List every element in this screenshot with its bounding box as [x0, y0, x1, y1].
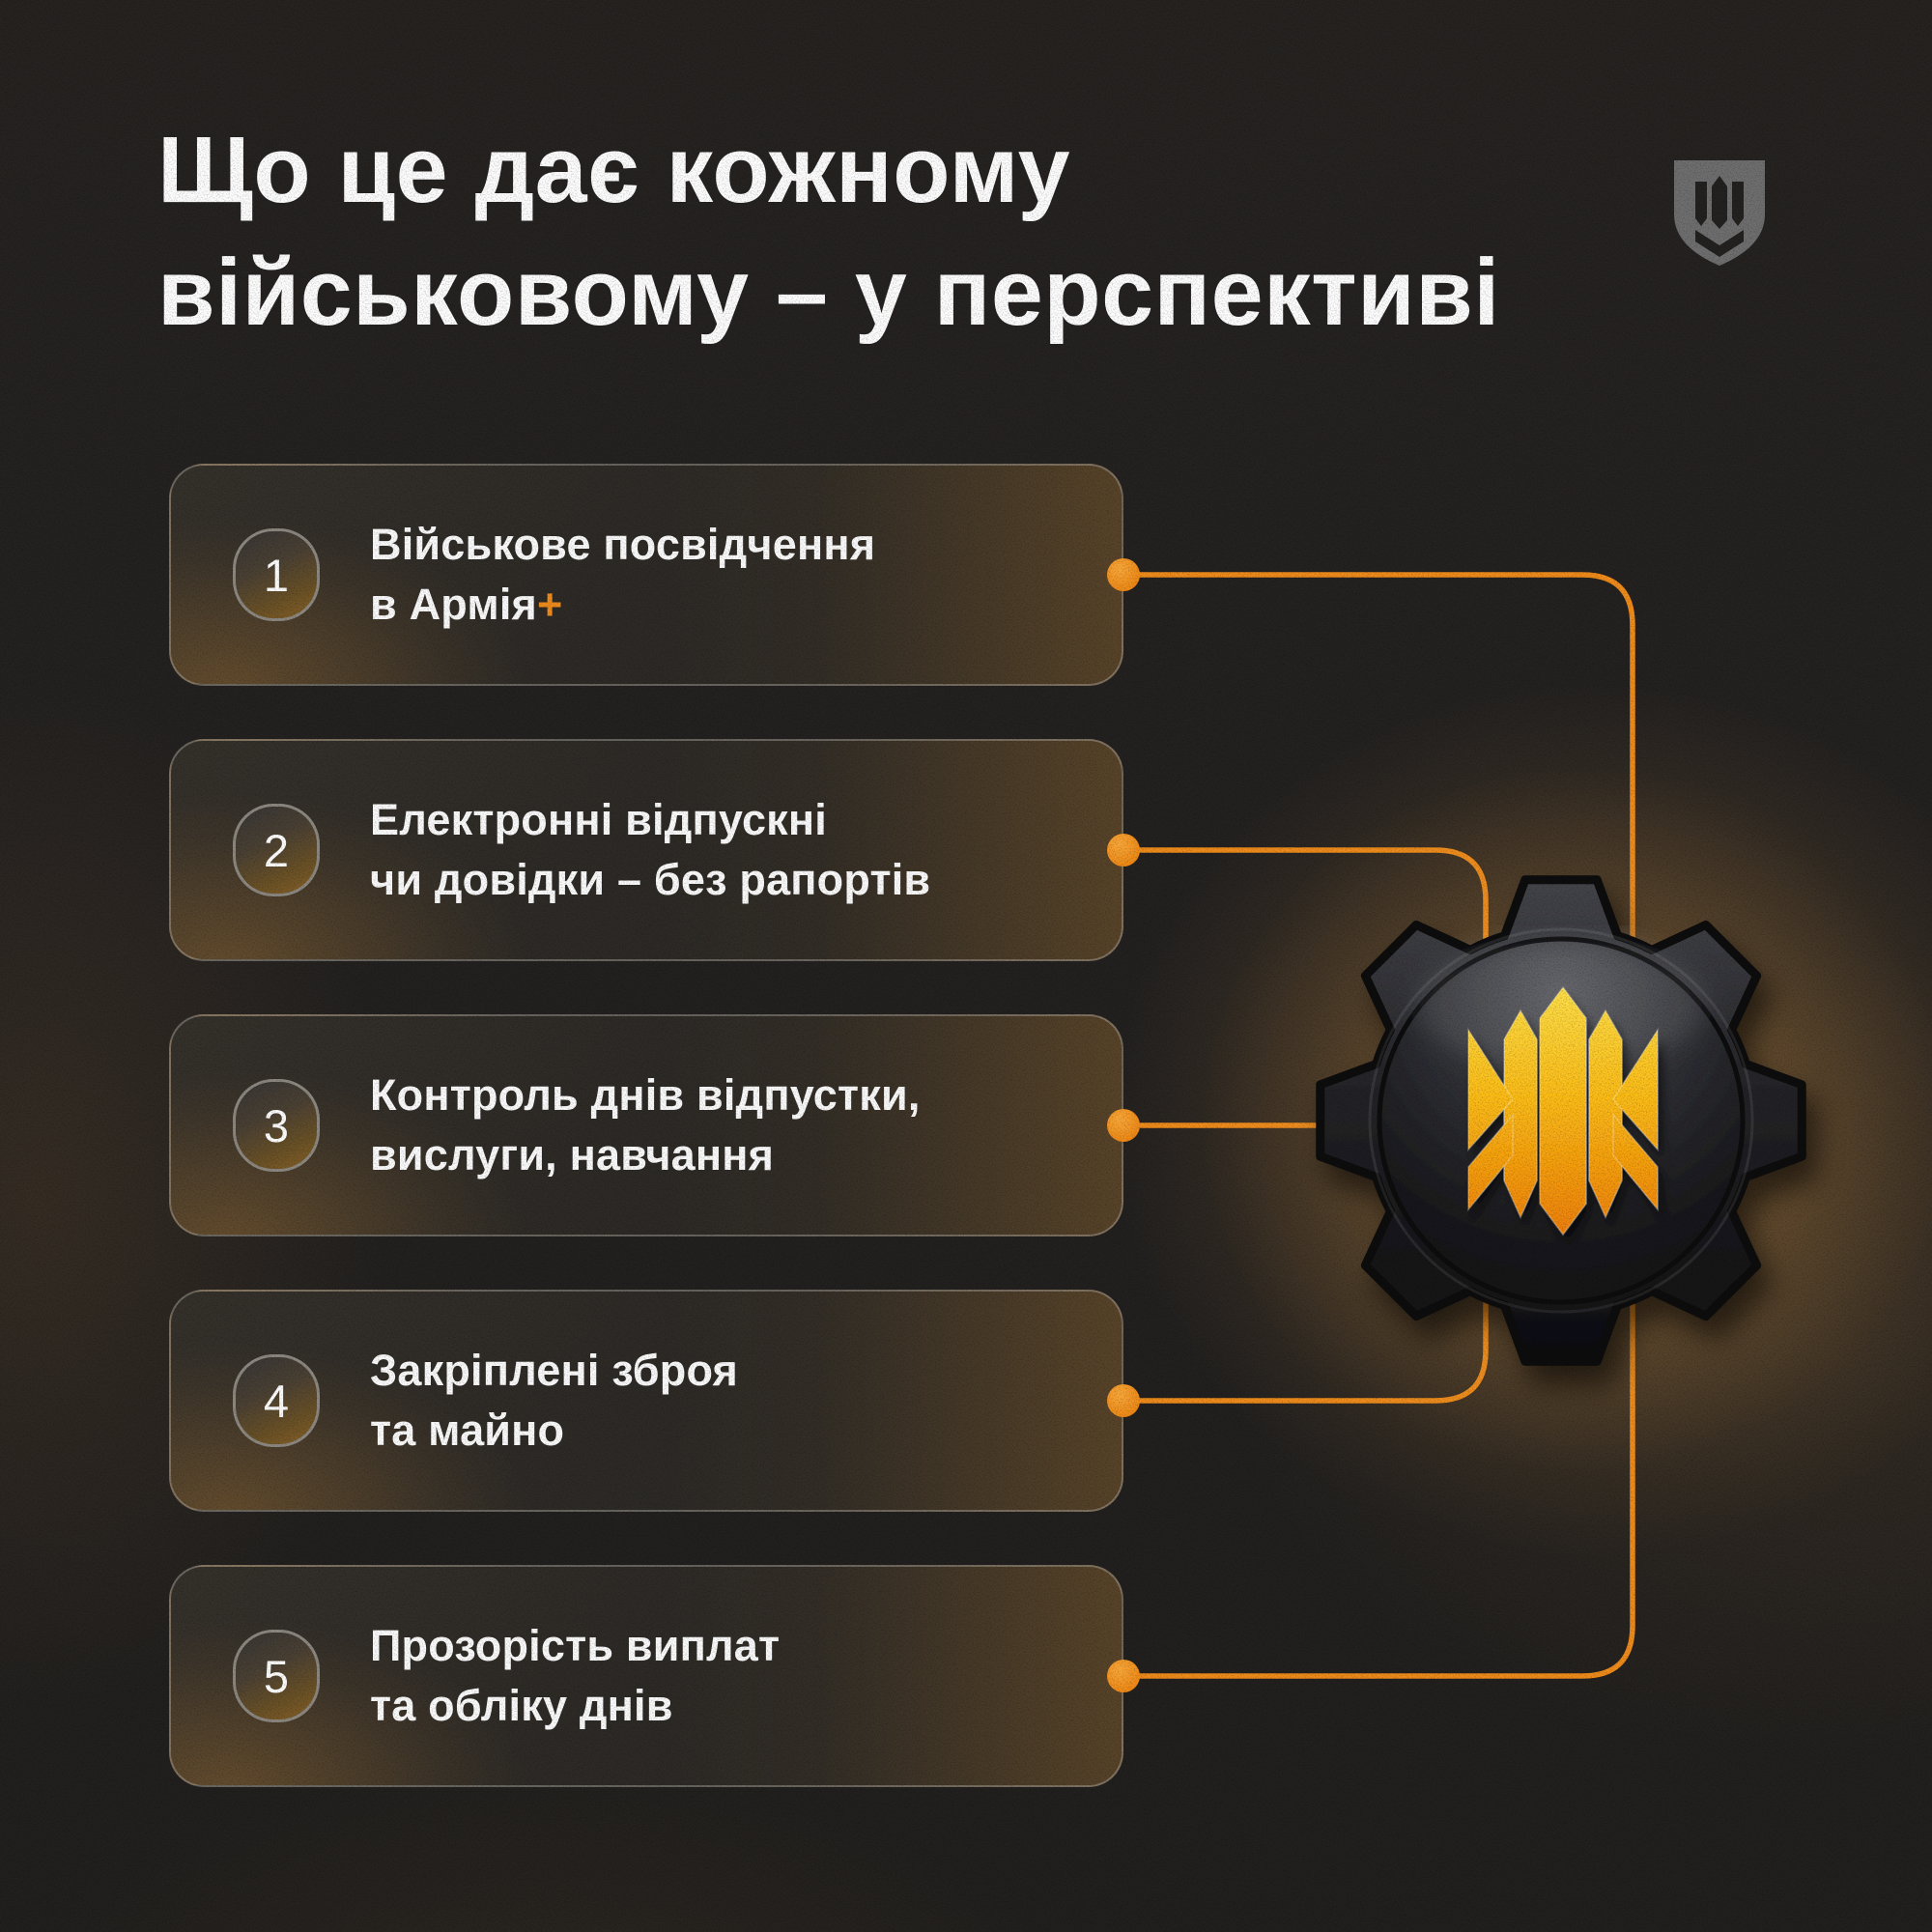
card-text: Електронні відпускні чи довідки – без ра… [370, 790, 930, 910]
card-text-line1: Електронні відпускні [370, 794, 827, 844]
card-text-line2: чи довідки – без рапортів [370, 855, 931, 904]
card-text: Контроль днів відпустки, вислуги, навчан… [370, 1065, 921, 1185]
gear-body [1316, 875, 1806, 1366]
emblem-inner-left-tine [1503, 1009, 1538, 1219]
gear-glow [1199, 768, 1932, 1473]
card-number-badge: 1 [233, 528, 320, 621]
gear-inner-ring [1368, 927, 1754, 1314]
benefit-card-2: 2 Електронні відпускні чи довідки – без … [169, 739, 1123, 961]
emblem-inner-right-tine [1588, 1009, 1623, 1219]
emblem-center-tine [1539, 985, 1587, 1236]
benefit-card-3: 3 Контроль днів відпустки, вислуги, навч… [169, 1014, 1123, 1236]
page-title-line2: військовому – у перспективі [157, 240, 1500, 346]
emblem-outer-left-barb [1467, 1027, 1514, 1151]
card-number-badge: 3 [233, 1079, 320, 1172]
emblem-outer-right-barb [1612, 1027, 1659, 1151]
armiya-plus-sign: + [537, 580, 563, 629]
benefit-card-5: 5 Прозорість виплат та обліку днів [169, 1565, 1123, 1787]
card-text-line2: та майно [370, 1406, 565, 1455]
card-number-badge: 2 [233, 804, 320, 896]
card-text-line1: Військове посвідчення [370, 519, 876, 569]
card-text: Закріплені зброя та майно [370, 1341, 738, 1461]
page-title: Що це дає кожному військовому – у перспе… [157, 108, 1606, 354]
connector-path-1-5 [1123, 572, 1635, 1679]
card-text-line1: Закріплені зброя [370, 1345, 738, 1395]
gear-icon [1199, 768, 1932, 1473]
card-number-badge: 4 [233, 1354, 320, 1447]
emblem-outer-right-tail [1612, 1112, 1659, 1212]
card-text-line2: вислуги, навчання [370, 1130, 775, 1179]
card-text-line1: Прозорість виплат [370, 1620, 781, 1670]
benefit-card-4: 4 Закріплені зброя та майно [169, 1290, 1123, 1512]
card-text: Прозорість виплат та обліку днів [370, 1616, 780, 1736]
card-text-line1: Контроль днів відпустки, [370, 1069, 921, 1120]
card-text-line2: в Армія+ [370, 580, 563, 629]
connector-path-2-4 [1123, 847, 1489, 1404]
gear-dome-highlight [1416, 939, 1706, 1070]
armiya-plus-trident-emblem [1467, 985, 1659, 1236]
gear-dome [1377, 936, 1746, 1305]
card-number-badge: 5 [233, 1630, 320, 1722]
page-title-line1: Що це дає кожному [157, 117, 1071, 222]
benefit-card-1: 1 Військове посвідчення в Армія+ [169, 464, 1123, 686]
emblem-outer-left-tail [1467, 1112, 1514, 1212]
card-text-line2: та обліку днів [370, 1681, 673, 1730]
card-text: Військове посвідчення в Армія+ [370, 515, 875, 635]
mod-shield-trident-icon [1674, 160, 1765, 266]
